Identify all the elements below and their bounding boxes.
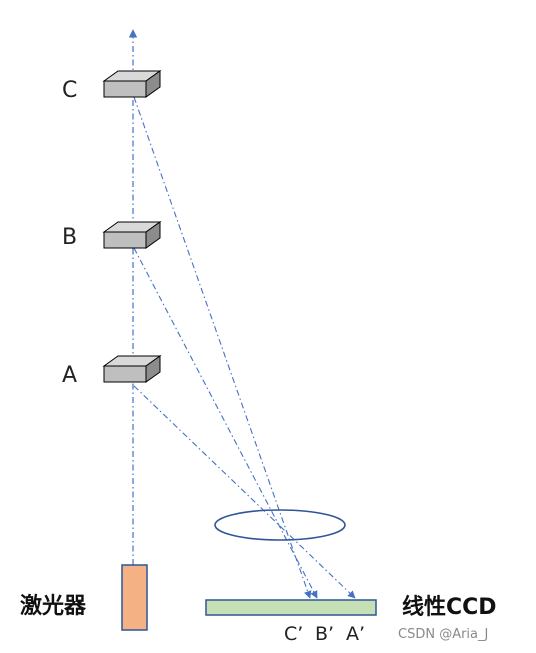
image-label-a: A’ (346, 623, 365, 645)
block-a (102, 355, 162, 383)
block-label-c: C (62, 78, 77, 103)
ccd-label: 线性CCD (402, 594, 497, 620)
reflected-ray-a (133, 385, 356, 599)
linear-ccd (205, 599, 377, 616)
reflected-ray-b (133, 247, 318, 599)
image-label-c: C’ (284, 623, 303, 645)
reflected-ray-c (133, 96, 312, 599)
block-label-a: A (62, 363, 77, 388)
watermark: CSDN @Aria_J (398, 627, 488, 642)
block-b (102, 221, 162, 249)
lens (214, 509, 346, 541)
image-label-b: B’ (315, 623, 334, 645)
laser-label: 激光器 (20, 593, 87, 619)
laser-emitter (121, 564, 148, 631)
block-c (102, 70, 162, 98)
block-label-b: B (62, 225, 77, 250)
